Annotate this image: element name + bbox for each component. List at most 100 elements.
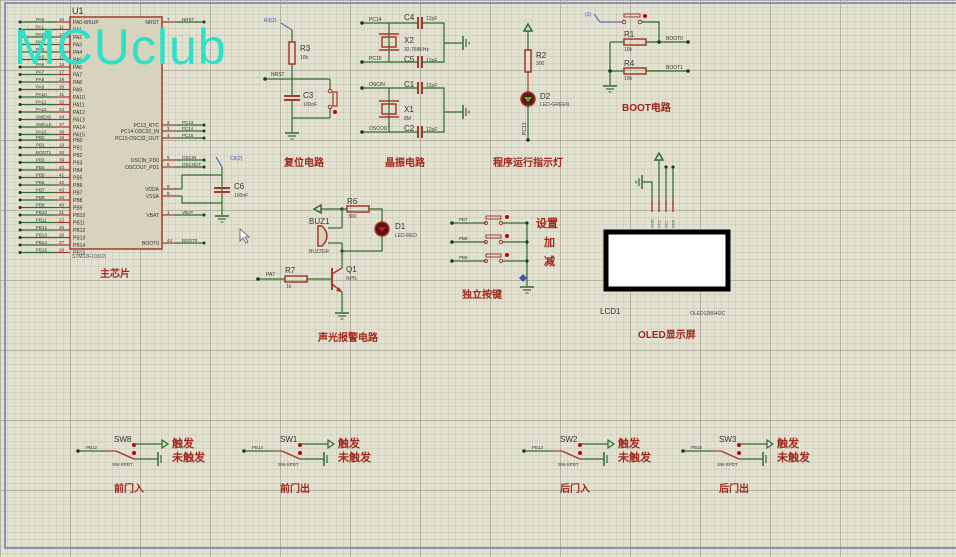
switch-on-label: 触发	[171, 436, 195, 450]
switch-on-label: 触发	[337, 436, 361, 450]
switch-lever[interactable]	[281, 450, 301, 460]
pin-name: PB9	[73, 205, 83, 211]
alarm-caption: 声光报警电路	[317, 331, 379, 344]
reset-button[interactable]	[332, 91, 338, 107]
pin-number: 45	[59, 195, 65, 200]
net-pc15: PC15	[369, 56, 382, 62]
pin-number: 15	[59, 55, 65, 60]
pin-number: 8	[167, 191, 170, 196]
pin-number: 4	[167, 133, 170, 138]
pin-name: PB2	[73, 153, 83, 159]
pin-number: 33	[59, 107, 65, 112]
pin-number: 1	[167, 210, 170, 215]
run-led-circuit[interactable]: R2 300 D2 LED-GREEN PC13 程序运行指示灯	[493, 22, 570, 169]
pin-name: PB8	[73, 198, 83, 204]
pin-net: PA15	[36, 130, 47, 135]
boot-button[interactable]	[623, 13, 641, 18]
pin-number: 32	[59, 100, 65, 105]
mcu-body[interactable]	[69, 16, 163, 250]
d1-value: LED-RED	[395, 233, 417, 239]
x1-value: 8M	[404, 116, 411, 122]
key-net: PB9	[459, 255, 468, 260]
pin-net: PA8	[36, 77, 45, 82]
pin-name: PA5	[73, 57, 82, 63]
oled-screen[interactable]	[603, 229, 731, 292]
key-label: 加	[543, 235, 555, 249]
net-oscout: OSCOUT	[369, 126, 390, 132]
reset-circuit[interactable]: R3(2) R3 10k NRST C3 100nF 复位电路	[263, 18, 338, 169]
d2-value: LED-GREEN	[540, 102, 570, 108]
boot-circuit[interactable]: (1) R1 10k BOOT0 R4 10k BOOT1 BOOT电路	[585, 12, 690, 114]
pin-number: 17	[59, 70, 65, 75]
pin-number: 40	[59, 165, 65, 170]
switch-lever[interactable]	[561, 450, 581, 460]
switch-lever[interactable]	[720, 450, 740, 460]
alarm-circuit[interactable]: R6 300 D1 LED-RED BUZ1 BUZZER Q1 NPN PA7…	[256, 197, 417, 344]
c6-ground-icon	[214, 215, 230, 223]
c6-probe-label: C6(2)	[230, 156, 243, 162]
oled-pin-label: SDA	[671, 219, 676, 228]
crystal-circuit[interactable]: PC14 PC15 X2 32.768KHz C4 12pF C5 12pF O…	[360, 13, 470, 169]
switch-off-label: 未触发	[617, 450, 652, 464]
switch-lever[interactable]	[115, 450, 135, 460]
switch-on-label: 触发	[776, 436, 800, 450]
pin-number: 13	[59, 40, 65, 45]
